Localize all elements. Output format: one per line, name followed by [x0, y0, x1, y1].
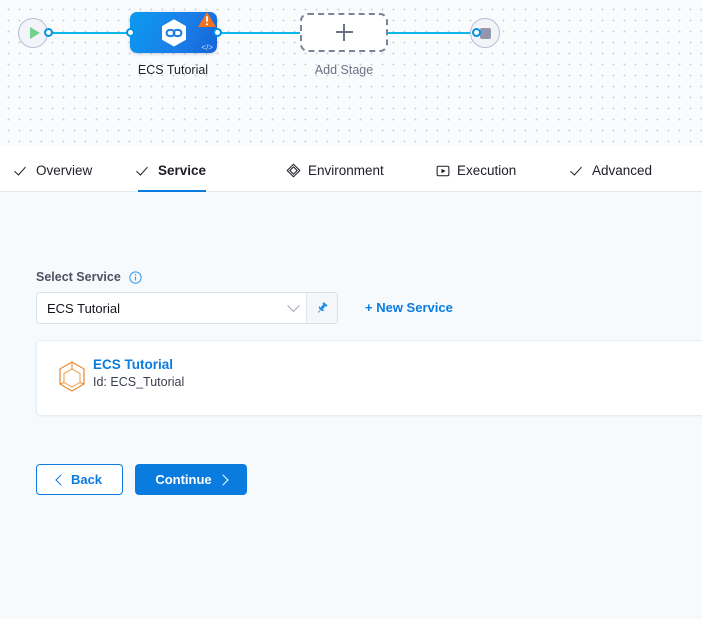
tab-advanced-label: Advanced [592, 163, 653, 178]
back-button-label: Back [70, 472, 103, 487]
pin-icon [317, 302, 328, 313]
chevron-right-icon [216, 473, 229, 486]
harness-hexagon-icon [161, 18, 186, 46]
connector-stage-to-add [214, 32, 304, 34]
select-service-label: Select Service [36, 270, 121, 284]
chevron-left-icon [55, 473, 67, 486]
continue-button[interactable]: Continue [135, 464, 247, 495]
plus-icon [335, 24, 353, 41]
play-icon [29, 27, 40, 39]
service-step-content: Select Service ECS Tutorial + New Servic… [0, 192, 702, 619]
check-icon [138, 164, 151, 177]
connector-start-to-stage [34, 32, 134, 34]
continue-button-label: Continue [155, 472, 212, 487]
chevron-down-icon [287, 298, 300, 312]
start-connector-dot [44, 28, 53, 37]
stage-input-dot [126, 28, 135, 37]
service-card-subtitle: Id: ECS_Tutorial [93, 375, 185, 389]
step-tab-bar: Overview Service Environment Execution A… [0, 146, 702, 193]
play-box-icon [436, 165, 450, 176]
pipeline-canvas[interactable]: </> ECS Tutorial Add Stage [0, 0, 702, 146]
service-dropdown-group: ECS Tutorial [36, 292, 338, 324]
check-icon [16, 164, 29, 177]
add-stage-caption: Add Stage [314, 63, 374, 77]
layers-diamond-icon [286, 163, 301, 178]
tab-execution[interactable]: Execution [436, 146, 516, 193]
tab-environment[interactable]: Environment [286, 146, 384, 193]
new-service-link[interactable]: + New Service [365, 300, 453, 315]
active-tab-indicator [138, 190, 207, 193]
service-select[interactable]: ECS Tutorial [37, 293, 307, 323]
warning-triangle-icon[interactable] [197, 10, 217, 28]
stage-code-glyph: </> [201, 43, 213, 52]
tab-execution-label: Execution [457, 163, 517, 178]
tab-advanced[interactable]: Advanced [572, 146, 652, 193]
connector-add-to-end [386, 32, 476, 34]
back-button[interactable]: Back [36, 464, 123, 495]
stage-output-dot [213, 28, 222, 37]
service-select-value: ECS Tutorial [47, 300, 120, 316]
pipeline-stage-node[interactable]: </> [130, 12, 217, 53]
tab-service-label: Service [158, 163, 207, 178]
tab-overview-label: Overview [36, 163, 93, 178]
pipeline-start-node[interactable] [18, 18, 48, 48]
end-connector-dot [472, 28, 481, 37]
tab-service[interactable]: Service [138, 146, 207, 193]
stop-square-icon [479, 27, 491, 39]
cube-hexagon-icon [59, 361, 85, 392]
service-card-title[interactable]: ECS Tutorial [93, 357, 174, 372]
add-stage-button[interactable] [300, 13, 388, 52]
selected-service-card[interactable]: ECS Tutorial Id: ECS_Tutorial [36, 340, 702, 416]
stage-node-caption: ECS Tutorial [137, 63, 209, 77]
pin-service-button[interactable] [307, 293, 337, 323]
check-icon [572, 164, 585, 177]
info-icon[interactable] [129, 271, 142, 284]
tab-environment-label: Environment [308, 163, 384, 178]
tab-overview[interactable]: Overview [16, 146, 92, 193]
